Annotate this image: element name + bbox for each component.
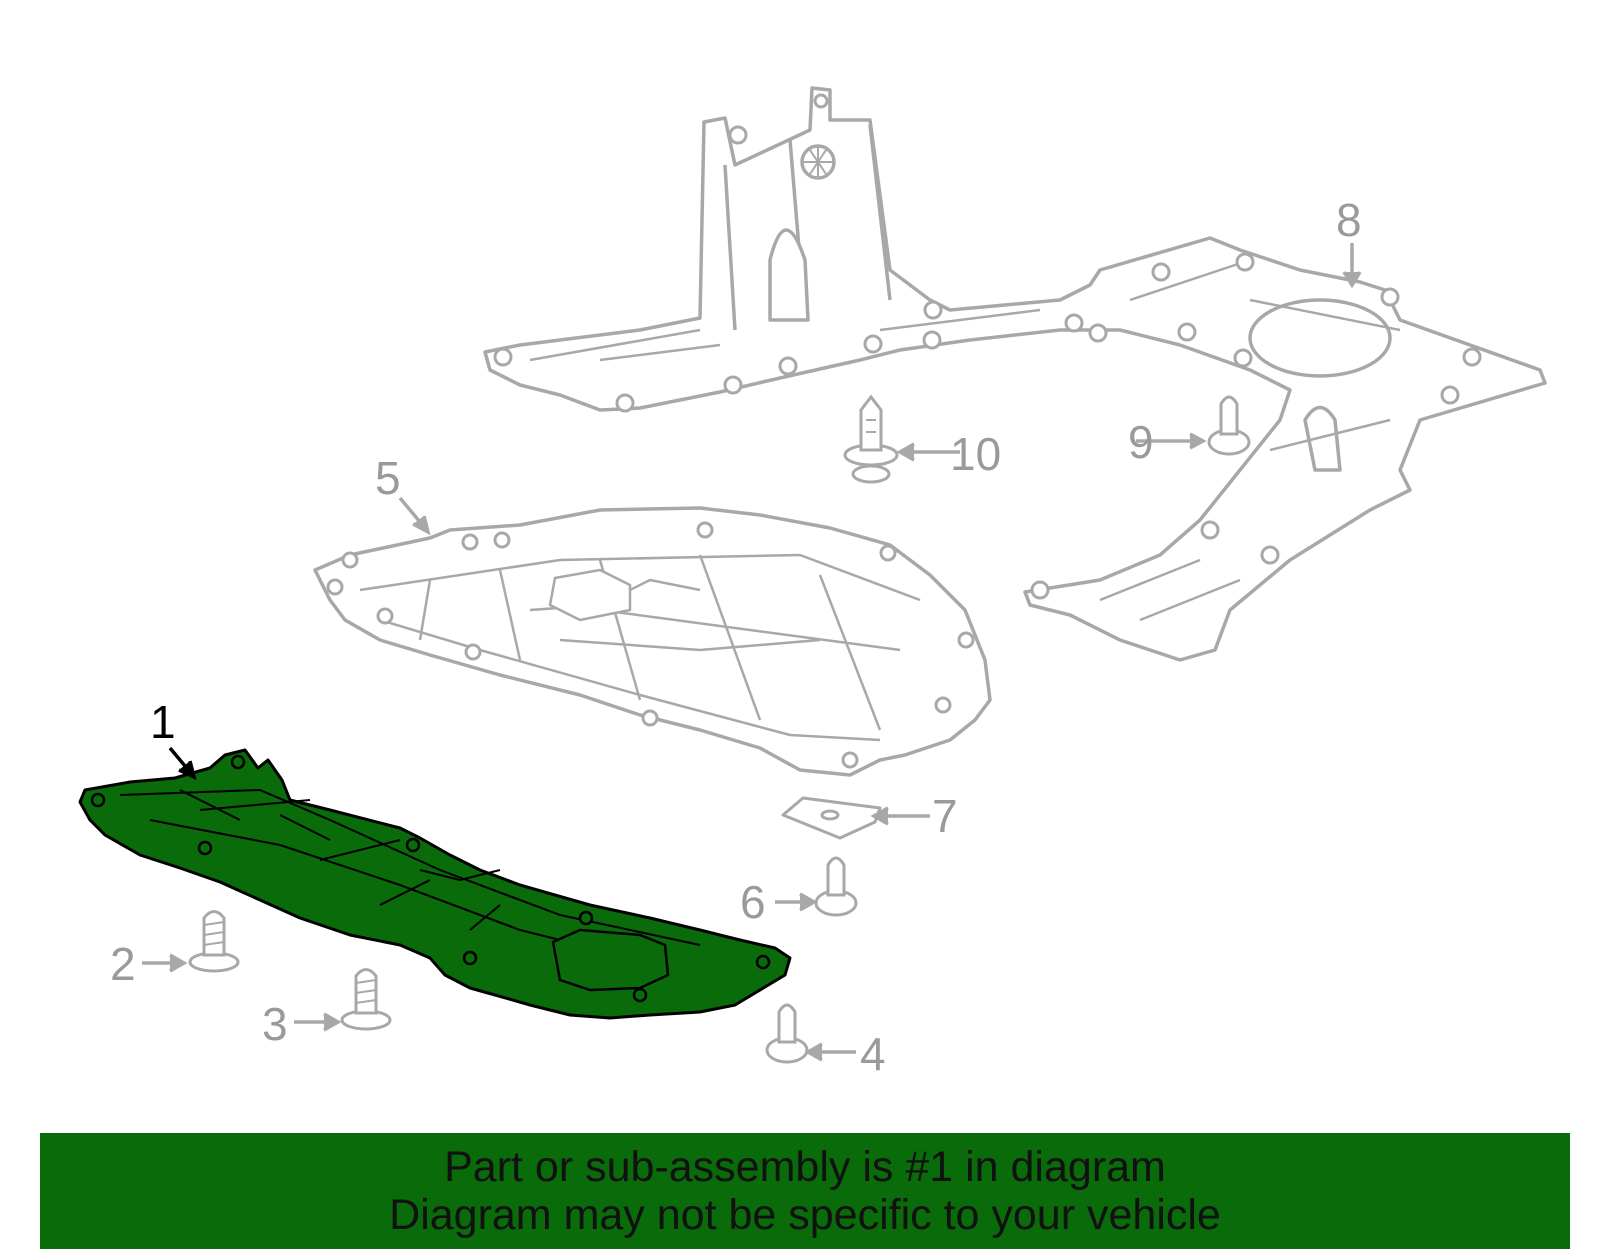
callout-8: 8 (1336, 194, 1362, 246)
part-1-lower-cover[interactable] (78, 748, 792, 1020)
part-7-nut-plate[interactable] (781, 796, 882, 840)
part-6-clip[interactable] (814, 856, 858, 917)
callout-1: 1 (150, 696, 176, 748)
callout-10: 10 (950, 428, 1001, 480)
banner-line-2: Diagram may not be specific to your vehi… (389, 1191, 1221, 1239)
part-10-push-retainer[interactable] (843, 394, 899, 484)
callout-5: 5 (375, 452, 401, 504)
callout-2: 2 (110, 938, 136, 990)
callout-7: 7 (932, 790, 958, 842)
callout-9: 9 (1128, 416, 1154, 468)
banner-line-1: Part or sub-assembly is #1 in diagram (444, 1143, 1166, 1191)
part-9-clip[interactable] (1207, 395, 1251, 456)
part-3-bolt[interactable] (340, 968, 392, 1031)
part-5-splash-shield[interactable] (313, 506, 992, 777)
parts-diagram: 1 2 3 4 5 6 7 8 9 10 (78, 86, 1547, 1080)
info-banner: Part or sub-assembly is #1 in diagram Di… (40, 1133, 1570, 1249)
callout-3: 3 (262, 998, 288, 1050)
part-2-bolt[interactable] (188, 910, 240, 973)
leader-arrow-1 (168, 746, 197, 781)
callout-6: 6 (740, 876, 766, 928)
leader-arrows (142, 243, 1362, 1062)
callout-4: 4 (860, 1028, 886, 1080)
part-8-subframe[interactable] (483, 86, 1547, 662)
part-4-clip[interactable] (765, 1003, 809, 1064)
